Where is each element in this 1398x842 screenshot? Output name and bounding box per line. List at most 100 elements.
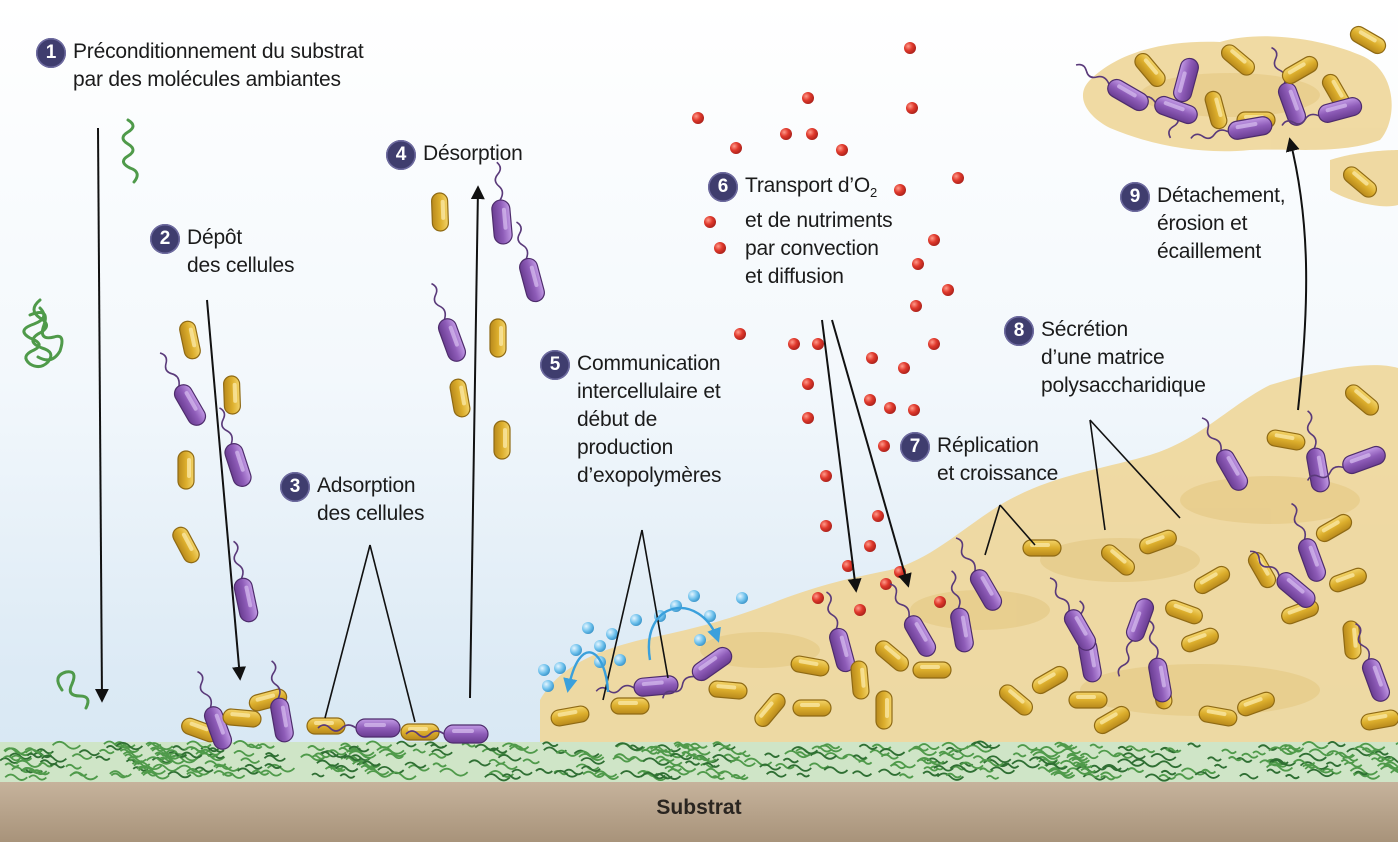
yellow-bacterium (490, 319, 506, 357)
oxygen-particle (894, 184, 906, 196)
yellow-bacterium (449, 378, 471, 418)
signal-molecule (594, 640, 606, 652)
signal-molecule (614, 654, 626, 666)
step-number-badge: 6 (708, 172, 738, 202)
oxygen-particle (734, 328, 746, 340)
step-6-label: Transport d’O2 et de nutriments par conv… (745, 172, 892, 291)
oxygen-particle (812, 592, 824, 604)
step-1-label: Préconditionnement du substrat par des m… (73, 38, 364, 94)
arrow-step4 (470, 188, 478, 698)
oxygen-particle (780, 128, 792, 140)
oxygen-particle (866, 352, 878, 364)
oxygen-particle (912, 258, 924, 270)
step-2: 2 Dépôt des cellules (150, 224, 294, 280)
oxygen-particle (928, 234, 940, 246)
oxygen-particle (864, 540, 876, 552)
oxygen-particle (864, 394, 876, 406)
arrow-step9 (1290, 140, 1306, 410)
yellow-bacterium (708, 680, 747, 699)
step-number-badge: 5 (540, 350, 570, 380)
yellow-bacterium (1348, 24, 1389, 57)
purple-bacterium (423, 281, 468, 364)
oxygen-particle (788, 338, 800, 350)
yellow-bacterium (850, 660, 869, 699)
ambient-molecules (24, 120, 137, 708)
oxygen-particle (884, 402, 896, 414)
signal-molecule (606, 628, 618, 640)
step-5: 5 Communication intercellulaire et début… (540, 350, 721, 490)
yellow-bacterium (223, 376, 240, 415)
oxygen-particle (812, 338, 824, 350)
step-number-badge: 8 (1004, 316, 1034, 346)
step-6: 6 Transport d’O2 et de nutriments par co… (708, 172, 892, 291)
oxygen-particle (730, 142, 742, 154)
purple-bacterium (488, 161, 513, 244)
arrow-step6a (822, 320, 856, 590)
oxygen-particle (928, 338, 940, 350)
oxygen-particle (820, 520, 832, 532)
oxygen-particle (952, 172, 964, 184)
oxygen-particle (802, 92, 814, 104)
oxygen-particle (908, 404, 920, 416)
step-8: 8 Sécrétion d’une matrice polysaccharidi… (1004, 316, 1206, 400)
signal-molecule (688, 590, 700, 602)
oxygen-particle (820, 470, 832, 482)
step-3: 3 Adsorption des cellules (280, 472, 424, 528)
yellow-bacterium (1069, 692, 1107, 708)
signal-molecule (570, 644, 582, 656)
oxygen-particle (692, 112, 704, 124)
step-4-label: Désorption (423, 140, 523, 168)
step-7: 7 Réplication et croissance (900, 432, 1058, 488)
signal-molecule (694, 634, 706, 646)
oxygen-nutrient-particles (692, 42, 964, 616)
oxygen-particle (934, 596, 946, 608)
signal-molecule (630, 614, 642, 626)
signal-molecule (736, 592, 748, 604)
substrate-label: Substrat (0, 796, 1398, 820)
step-number-badge: 3 (280, 472, 310, 502)
purple-bacterium (508, 220, 547, 304)
step-9: 9 Détachement, érosion et écaillement (1120, 182, 1285, 266)
signal-molecule (582, 622, 594, 634)
oxygen-particle (802, 412, 814, 424)
oxygen-particle (904, 42, 916, 54)
step-7-label: Réplication et croissance (937, 432, 1058, 488)
step-number-badge: 7 (900, 432, 930, 462)
yellow-bacterium (178, 451, 194, 489)
oxygen-particle (898, 362, 910, 374)
yellow-bacterium (1023, 540, 1061, 556)
yellow-bacterium (431, 193, 448, 232)
oxygen-particle (836, 144, 848, 156)
step-number-badge: 1 (36, 38, 66, 68)
yellow-bacterium (913, 662, 951, 678)
oxygen-particle (872, 510, 884, 522)
step-number-badge: 2 (150, 224, 180, 254)
step-2-label: Dépôt des cellules (187, 224, 294, 280)
step-8-label: Sécrétion d’une matrice polysaccharidiqu… (1041, 316, 1206, 400)
step-5-label: Communication intercellulaire et début d… (577, 350, 721, 490)
yellow-bacterium (876, 691, 892, 729)
signal-molecule (554, 662, 566, 674)
step-1: 1 Préconditionnement du substrat par des… (36, 38, 364, 94)
step-number-badge: 4 (386, 140, 416, 170)
signal-molecule (538, 664, 550, 676)
arrow-step1 (98, 128, 102, 700)
step-4: 4 Désorption (386, 140, 523, 170)
step-number-badge: 9 (1120, 182, 1150, 212)
yellow-bacterium (178, 320, 202, 360)
oxygen-particle (910, 300, 922, 312)
arrow-step2 (207, 300, 240, 678)
step-9-label: Détachement, érosion et écaillement (1157, 182, 1285, 266)
oxygen-particle (854, 604, 866, 616)
oxygen-particle (802, 378, 814, 390)
yellow-bacterium (494, 421, 510, 459)
yellow-bacterium (170, 524, 202, 565)
signal-molecule (542, 680, 554, 692)
yellow-bacterium (793, 700, 831, 716)
conditioning-film-layer (0, 741, 1398, 782)
oxygen-particle (906, 102, 918, 114)
purple-bacterium (152, 349, 209, 429)
oxygen-particle (942, 284, 954, 296)
oxygen-particle (806, 128, 818, 140)
